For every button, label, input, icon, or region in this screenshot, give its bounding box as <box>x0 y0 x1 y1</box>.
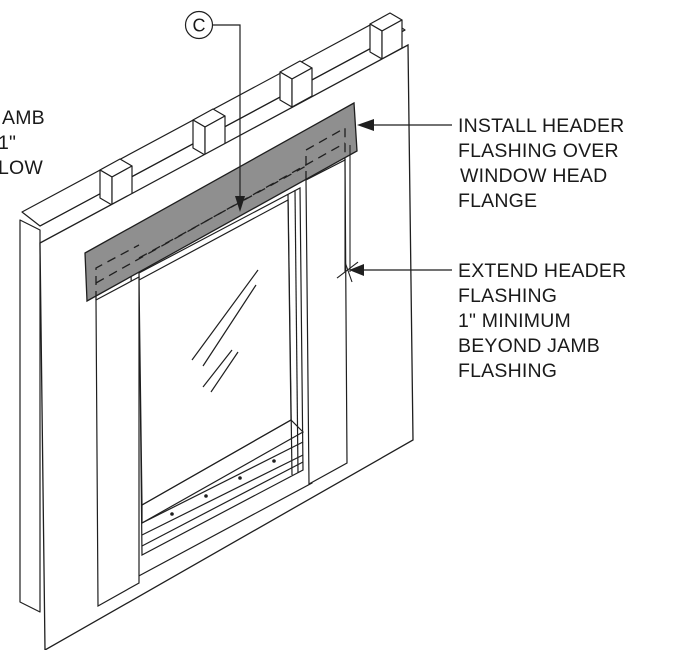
callout-marker-c: C <box>184 10 214 40</box>
note-line: BEYOND JAMB <box>458 335 600 357</box>
note-line: 1" MINIMUM <box>458 310 571 332</box>
left-note-line: LOW <box>0 157 44 179</box>
left-jamb-flashing <box>95 275 140 608</box>
note-line: INSTALL HEADER <box>458 115 625 137</box>
jamb-flashing <box>95 159 348 608</box>
left-note-line: 1" <box>0 132 17 154</box>
left-cropped-note: AMB 1" LOW <box>0 106 45 181</box>
note-line: WINDOW HEAD <box>460 165 608 187</box>
note-line: FLASHING OVER <box>458 140 619 162</box>
window-unit <box>130 174 313 579</box>
left-note-line: AMB <box>2 107 45 129</box>
note-line: FLASHING <box>458 360 558 382</box>
note-install-header-flashing: INSTALL HEADER FLASHING OVER WINDOW HEAD… <box>458 114 624 214</box>
leaders <box>213 24 452 276</box>
callout-marker-letter: C <box>193 16 206 36</box>
hidden-jamb-tops <box>95 126 346 300</box>
window-sill <box>141 419 304 525</box>
wall-framing <box>19 12 406 613</box>
sill-fasteners <box>170 459 276 516</box>
note-line: FLANGE <box>458 190 538 212</box>
extension-dimension <box>336 145 359 283</box>
note-extend-header-flashing: EXTEND HEADER FLASHING 1" MINIMUM BEYOND… <box>458 259 626 384</box>
right-jamb-flashing <box>305 159 348 486</box>
note-line: EXTEND HEADER <box>458 260 627 282</box>
note-line: FLASHING <box>458 285 558 307</box>
callout-leader <box>213 24 241 200</box>
stud-tops <box>99 12 403 206</box>
